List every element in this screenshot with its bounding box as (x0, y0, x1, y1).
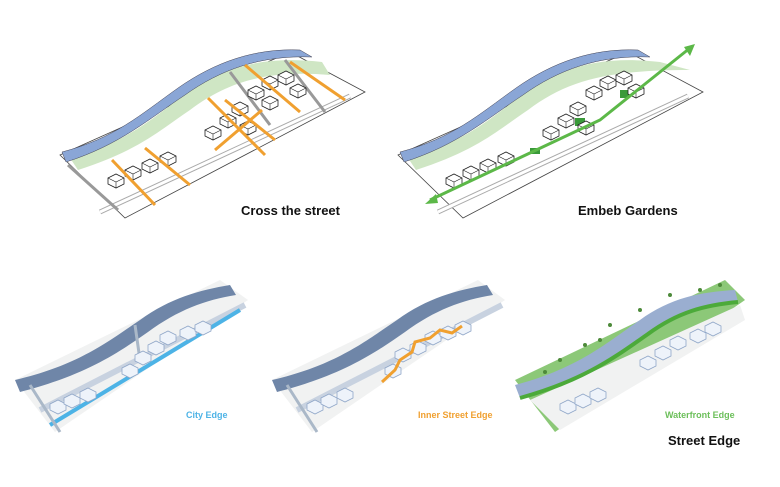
street-edge-title: Street Edge (668, 433, 741, 448)
embed-gardens-map (397, 44, 704, 219)
inner-street-edge-label: Inner Street Edge (418, 410, 493, 420)
city-edge-map (15, 280, 248, 433)
city-edge-label: City Edge (186, 410, 228, 420)
cross-the-street-map (59, 49, 366, 219)
waterfront-edge-label: Waterfront Edge (665, 410, 735, 420)
cross-the-street-title: Cross the street (241, 203, 340, 218)
waterfront-edge-map (515, 280, 745, 432)
inner-street-edge-map (272, 280, 505, 433)
crossing-arrows (110, 60, 346, 207)
embed-gardens-title: Embeb Gardens (578, 203, 678, 218)
